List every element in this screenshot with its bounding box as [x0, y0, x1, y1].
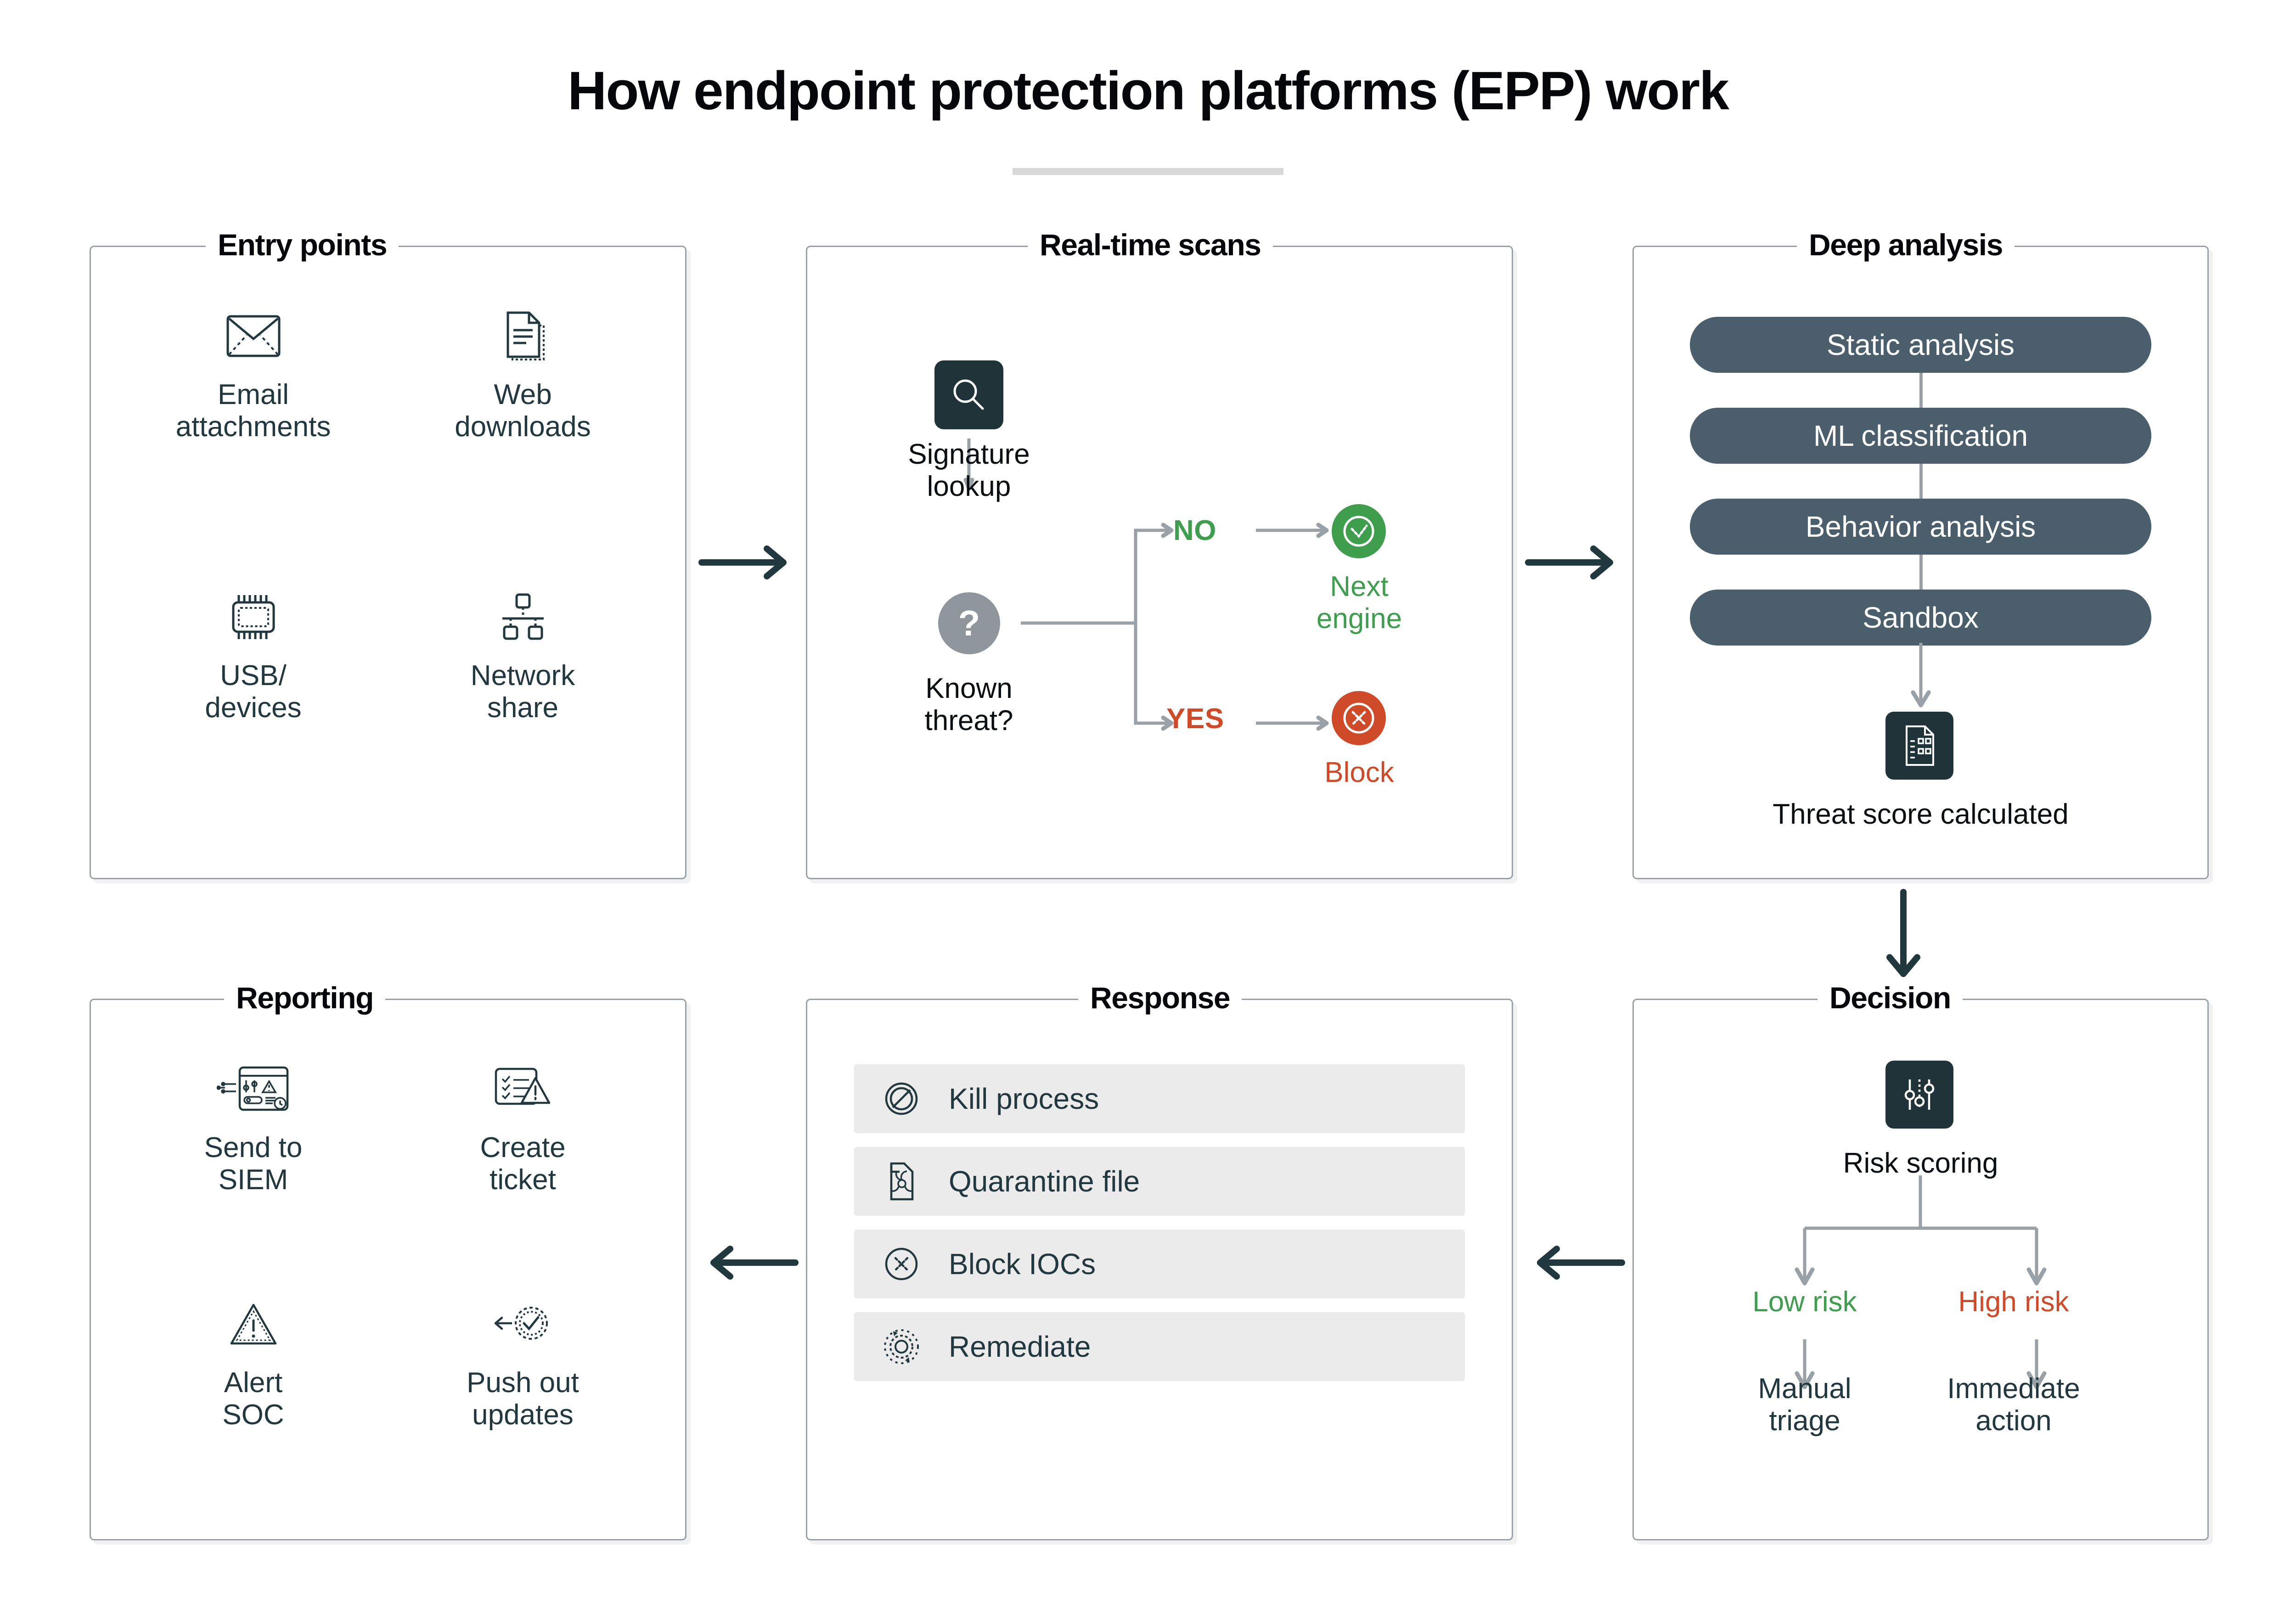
pill-label: Sandbox [1863, 601, 1979, 634]
check-circle-icon [1332, 504, 1386, 558]
ticket-alert-icon [493, 1062, 553, 1116]
pill-connector [1919, 555, 1923, 590]
signature-lookup-tile [934, 360, 1003, 429]
x-circle-outline-icon [876, 1244, 927, 1284]
threat-score-tile [1885, 712, 1953, 780]
pill-label: ML classification [1813, 419, 2028, 452]
response-row-quarantine-file[interactable]: Quarantine file [854, 1147, 1465, 1216]
branch-label-yes: YES [1166, 703, 1224, 735]
siem-dashboard-icon [216, 1062, 290, 1116]
panel-title-real-time-scans: Real-time scans [1028, 227, 1273, 262]
panel-real-time-scans: Real-time scans [806, 227, 1513, 879]
chip-icon [225, 590, 282, 644]
response-row-label: Remediate [949, 1330, 1091, 1363]
panel-title-decision: Decision [1818, 980, 1963, 1015]
magnifier-icon [950, 376, 988, 414]
question-mark-glyph: ? [958, 603, 980, 643]
entry-item-usb: USB/devices [118, 572, 388, 853]
low-risk-label: Low risk [1752, 1286, 1857, 1318]
connector-decision-to-response [1525, 1240, 1626, 1286]
connector-deep-to-decision [1880, 888, 1926, 989]
panel-title-entry-points: Entry points [206, 227, 399, 262]
response-action-list: Kill process Quarantine file Block IOCs … [854, 1064, 1465, 1395]
pill-behavior-analysis[interactable]: Behavior analysis [1690, 499, 2151, 555]
connector-scans-to-deep [1525, 539, 1626, 585]
title-divider [1013, 168, 1283, 175]
warning-triangle-icon [228, 1297, 279, 1351]
envelope-icon [226, 309, 281, 363]
panel-title-reporting: Reporting [224, 980, 386, 1015]
panel-title-response: Response [1078, 980, 1242, 1015]
response-row-block-iocs[interactable]: Block IOCs [854, 1230, 1465, 1298]
decision-flow-lines [1795, 1175, 2047, 1389]
scans-flow-lines [963, 438, 1329, 731]
page-title: How endpoint protection platforms (EPP) … [568, 61, 1729, 121]
report-checklist-icon [1899, 724, 1940, 768]
x-circle-icon [1332, 691, 1386, 745]
network-share-icon [496, 590, 550, 644]
connector-entry-to-scans [698, 539, 799, 585]
sandbox-to-score-arrow [1911, 643, 1931, 708]
outcome-block-label: Block [1324, 757, 1394, 788]
threat-score-label: Threat score calculated [1773, 798, 2069, 830]
sliders-icon [1900, 1075, 1939, 1114]
risk-scoring-tile [1885, 1061, 1953, 1129]
documents-icon [498, 309, 548, 363]
entry-item-label: USB/devices [205, 660, 302, 724]
pill-connector [1919, 373, 1923, 408]
response-row-remediate[interactable]: Remediate [854, 1312, 1465, 1381]
pill-sandbox[interactable]: Sandbox [1690, 590, 2151, 646]
no-entry-icon [876, 1079, 927, 1118]
response-row-label: Kill process [949, 1082, 1099, 1115]
pill-label: Behavior analysis [1805, 510, 2036, 543]
biohazard-file-icon [876, 1160, 927, 1203]
risk-scoring-label: Risk scoring [1843, 1147, 1998, 1179]
gear-check-icon [492, 1297, 554, 1351]
pill-static-analysis[interactable]: Static analysis [1690, 317, 2151, 373]
response-row-label: Block IOCs [949, 1247, 1096, 1281]
connector-response-to-reporting [698, 1240, 799, 1286]
branch-label-no: NO [1173, 515, 1216, 546]
pill-connector [1919, 464, 1923, 499]
panel-title-deep-analysis: Deep analysis [1797, 227, 2015, 262]
response-row-kill-process[interactable]: Kill process [854, 1064, 1465, 1133]
response-row-label: Quarantine file [949, 1165, 1140, 1198]
pill-ml-classification[interactable]: ML classification [1690, 408, 2151, 464]
deep-analysis-pill-stack: Static analysis ML classification Behavi… [1690, 317, 2151, 680]
panel-decision: Decision [1632, 980, 2209, 1540]
gear-refresh-icon [876, 1325, 927, 1369]
pill-label: Static analysis [1826, 328, 2015, 361]
known-threat-decision-node: ? [938, 592, 1000, 654]
high-risk-label: High risk [1958, 1286, 2069, 1318]
